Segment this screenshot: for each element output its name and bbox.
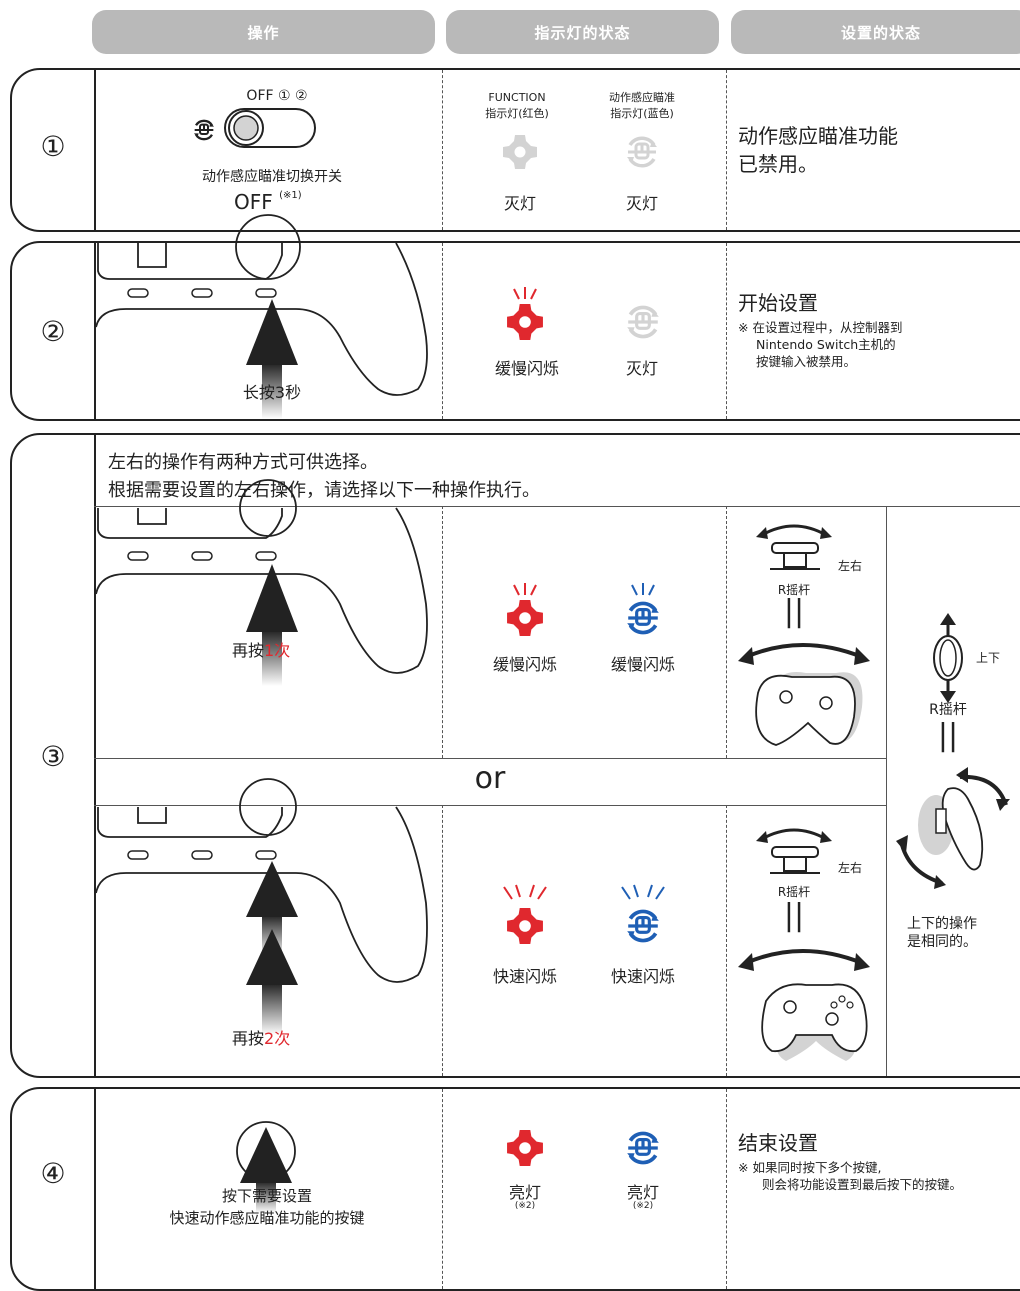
switch-label: 动作感应瞄准切换开关 [202, 169, 342, 185]
status-title: 结束设置 [738, 1131, 818, 1155]
header-indicator-status: 指示灯的状态 [446, 10, 719, 54]
motion-icon [625, 1131, 661, 1165]
status-text: 动作感应瞄准功能 已禁用。 [738, 124, 898, 176]
function-state: 缓慢闪烁 [494, 359, 559, 378]
equals-sign: || [783, 898, 805, 933]
step-number: ③ [40, 740, 66, 773]
switch-positions: OFF ① ② [246, 88, 308, 104]
column-divider [726, 506, 727, 758]
column-divider [726, 805, 727, 1076]
action-text: 再按1次 [232, 641, 291, 660]
function-indicator-label: FUNCTION 指示灯(红色) [485, 91, 549, 120]
status-title: 开始设置 [738, 291, 818, 315]
step-number: ① [40, 130, 66, 163]
stick-direction: 上下 [976, 651, 1001, 665]
motion-state: 灭灯 [625, 359, 658, 378]
motion-icon [625, 305, 661, 339]
rotation-arrow [756, 524, 832, 539]
stick-name: R摇杆 [929, 702, 967, 718]
stick-icon [770, 846, 820, 874]
column-divider [94, 243, 96, 419]
equals-sign: || [937, 718, 959, 753]
step-number: ④ [40, 1157, 66, 1190]
function-state: 缓慢闪烁 [492, 655, 557, 674]
blink-rays [631, 583, 655, 596]
controller-drawing [95, 778, 428, 1035]
step-number: ② [40, 315, 66, 348]
blink-rays [513, 583, 537, 596]
motion-icon [625, 909, 661, 943]
controller-pitch-drawing [896, 767, 1010, 889]
motion-state: 快速闪烁 [610, 967, 675, 986]
stick-direction: 左右 [838, 559, 863, 573]
updown-arrow [933, 613, 963, 703]
column-divider [442, 243, 443, 419]
function-note: (※2) [514, 1201, 536, 1211]
action-text: 按下需要设置 快速动作感应瞄准功能的按键 [169, 1187, 365, 1227]
column-divider [726, 70, 727, 230]
stick-direction: 左右 [838, 861, 863, 875]
controller-tilt-drawing [738, 949, 870, 1061]
stick-name: R摇杆 [777, 885, 811, 899]
motion-indicator-label: 动作感应瞄准 指示灯(蓝色) [609, 91, 675, 120]
function-state: 快速闪烁 [492, 967, 557, 986]
step-row-4: ④ 按下需要设置 快速动作感应瞄准功能的按键 亮灯 (※2) 亮灯 (※2) 结… [10, 1087, 1020, 1291]
column-divider [442, 1089, 443, 1289]
column-divider [442, 506, 443, 758]
column-divider [886, 506, 887, 1076]
switch-value: OFF (※1) [234, 190, 302, 214]
updown-note: 上下的操作 是相同的。 [907, 916, 977, 950]
blink-rays [621, 884, 665, 900]
stick-icon [770, 542, 820, 570]
gear-icon [507, 600, 543, 636]
function-state: 亮灯 [508, 1183, 541, 1202]
rotation-arrow [756, 828, 832, 843]
header-setting-status: 设置的状态 [731, 10, 1020, 54]
section-divider [94, 506, 1020, 507]
gear-icon [507, 908, 543, 944]
motion-icon [192, 119, 216, 141]
motion-state: 灭灯 [625, 194, 658, 213]
column-divider [94, 435, 96, 1076]
column-divider [726, 243, 727, 419]
step-row-3: ③ 左右的操作有两种方式可供选择。 根据需要设置的左右操作，请选择以下一种操作执… [10, 433, 1020, 1078]
motion-icon [625, 601, 661, 635]
action-text: 再按2次 [232, 1029, 291, 1048]
controller-drawing [95, 479, 428, 686]
blink-rays [513, 287, 537, 300]
gear-icon [507, 304, 543, 340]
section-divider [94, 758, 886, 759]
blink-rays [503, 884, 547, 900]
gear-icon [503, 135, 537, 169]
column-divider [726, 1089, 727, 1289]
function-state: 灭灯 [503, 194, 536, 213]
status-note: ※ 在设置过程中，从控制器到 Nintendo Switch主机的 按键输入被禁… [738, 320, 903, 369]
motion-note: (※2) [632, 1201, 654, 1211]
step-row-1: ① OFF ① ② 动作感应瞄准切换开关 OFF (※1) FUNCTION 指… [10, 68, 1020, 232]
motion-state: 亮灯 [626, 1183, 659, 1202]
column-divider [442, 805, 443, 1076]
controller-tilt-drawing [738, 643, 870, 746]
controller-drawing [95, 214, 428, 419]
intro-text: 左右的操作有两种方式可供选择。 根据需要设置的左右操作，请选择以下一种操作执行。 [108, 452, 540, 501]
motion-icon [625, 136, 659, 168]
status-note: ※ 如果同时按下多个按键, 则会将功能设置到最后按下的按键。 [738, 1160, 963, 1192]
motion-state: 缓慢闪烁 [610, 655, 675, 674]
step-row-2: ② 长按3秒 缓慢闪烁 灭灯 开始设置 ※ 在设置过程中，从控制器到 Ninte… [10, 214, 1020, 421]
button-press-drawing [236, 1121, 296, 1213]
equals-sign: || [783, 594, 805, 629]
stick-name: R摇杆 [777, 583, 811, 597]
or-separator: or [474, 761, 506, 796]
column-divider [94, 70, 96, 230]
header-operation: 操作 [92, 10, 435, 54]
slide-switch [224, 108, 316, 148]
column-divider [94, 1089, 96, 1289]
gear-icon [507, 1130, 543, 1166]
column-divider [442, 70, 443, 230]
section-divider [94, 805, 886, 806]
action-text: 长按3秒 [242, 383, 302, 402]
